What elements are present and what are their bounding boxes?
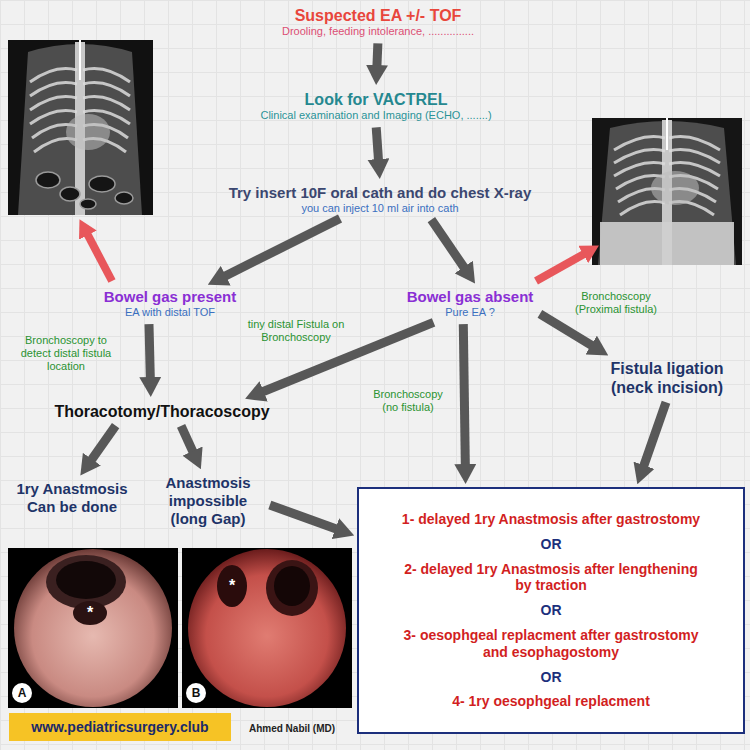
- gas-bubble: [36, 172, 60, 188]
- t-teal-title: Look for VACTREL: [260, 90, 491, 109]
- t-purple-title: Bowel gas present: [104, 288, 237, 306]
- t-option: 1- delayed 1ry Anastmosis after gastrost…: [395, 511, 707, 528]
- t-blue-sub: Pure EA ?: [407, 306, 534, 319]
- flow-arrow: [376, 127, 378, 160]
- rib: [620, 202, 665, 216]
- bronchus-lumen: [274, 566, 310, 606]
- airway-view: [188, 549, 346, 707]
- t-red-sub: Drooling, feeding intolerance, .........…: [282, 25, 474, 38]
- scope-frame: [8, 548, 178, 708]
- xray-film: [8, 40, 153, 215]
- rib: [669, 150, 720, 164]
- flow-arrow: [463, 324, 465, 465]
- process-step: Try insert 10F oral cath and do chest X-…: [225, 182, 536, 217]
- fistula-opening: [73, 601, 107, 625]
- procedure-step: Thoracotomy/Thoracoscopy: [50, 400, 273, 423]
- fistula-marker: *: [87, 605, 93, 621]
- outcome-step: 1ry Anastmosis Can be done: [6, 478, 138, 518]
- t-navy15: 1ry Anastmosis Can be done: [10, 480, 134, 516]
- decision-result: Bowel gas absentPure EA ?: [403, 286, 538, 321]
- edge-label: tiny distal Fistula on Bronchoscopy: [240, 318, 352, 344]
- flow-arrow: [149, 324, 150, 378]
- trachea-lumen: [46, 555, 126, 609]
- bowel-gas: [36, 172, 133, 209]
- image-letter: B: [186, 683, 206, 703]
- edge-label: Bronchoscopy to detect distal fistula lo…: [12, 334, 120, 374]
- t-or: OR: [395, 602, 707, 619]
- fistula-opening: [217, 565, 247, 607]
- t-black: Thoracotomy/Thoracoscopy: [54, 402, 269, 421]
- pointer-arrow: [87, 234, 112, 281]
- t-blue-sub: EA with distal TOF: [104, 306, 237, 319]
- edge-label: Bronchoscopy (no fistula): [364, 388, 452, 414]
- t-purple-title: Bowel gas absent: [407, 288, 534, 306]
- t-navy: Fistula ligation (neck incision): [593, 359, 741, 397]
- bronchus-lumen: [266, 560, 318, 616]
- bronchoscopy-b: [182, 548, 352, 708]
- pointer-arrow: [536, 254, 584, 281]
- xray-right: [592, 118, 742, 265]
- t-option: 2- delayed 1ry Anastmosis after lengthen…: [395, 561, 707, 595]
- rib: [83, 97, 130, 111]
- rib: [614, 150, 665, 164]
- airway-view: [14, 549, 172, 707]
- gas-bubble: [80, 199, 96, 209]
- decision-result: Bowel gas presentEA with distal TOF: [100, 286, 241, 321]
- flow-arrow: [431, 220, 464, 268]
- rib: [83, 83, 130, 97]
- outcome-step: Anastmosis impossible (long Gap): [149, 472, 267, 530]
- author-credit: Ahmed Nabil (MD): [249, 723, 335, 735]
- fistula-marker: *: [229, 578, 235, 594]
- bronchoscopy-a: [8, 548, 178, 708]
- heart-shadow: [651, 171, 699, 205]
- edge-label: Bronchoscopy (Proximal fistula): [562, 290, 670, 316]
- gas-bubble: [115, 192, 133, 204]
- flow-arrow: [181, 426, 193, 452]
- scope-frame: [182, 548, 352, 708]
- gasless-abdomen: [600, 222, 734, 265]
- rib: [30, 69, 77, 83]
- gas-bubble: [60, 187, 80, 201]
- t-slate-title: Try insert 10F oral cath and do chest X-…: [229, 184, 532, 202]
- rib: [30, 97, 77, 111]
- t-navy15: Anastmosis impossible (long Gap): [153, 474, 263, 528]
- trachea-lumen: [56, 561, 116, 599]
- flow-arrow: [225, 219, 340, 277]
- t-or: OR: [395, 669, 707, 686]
- t-blue-sub: you can inject 10 ml air into cath: [229, 202, 532, 215]
- rib: [614, 137, 665, 151]
- rib: [669, 137, 720, 151]
- start-step: Suspected EA +/- TOFDrooling, feeding in…: [278, 4, 478, 40]
- procedure-step: Fistula ligation (neck incision): [589, 357, 745, 399]
- t-or: OR: [395, 536, 707, 553]
- website-watermark: www.pediatricsurgery.club: [9, 713, 230, 742]
- t-option: 4- 1ry oesophgeal replacment: [395, 693, 707, 710]
- rib: [614, 163, 665, 177]
- rib: [30, 83, 77, 97]
- flow-arrow: [644, 402, 666, 466]
- xray-left: [8, 40, 153, 215]
- t-teal-sub: Clinical examination and Imaging (ECHO, …: [260, 109, 491, 122]
- gas-bubble: [89, 176, 115, 192]
- flow-arrow: [91, 426, 115, 460]
- heart-shadow: [66, 114, 110, 150]
- rib: [83, 69, 130, 83]
- options-box: 1- delayed 1ry Anastmosis after gastrost…: [357, 487, 745, 734]
- flow-arrow: [372, 43, 382, 66]
- catheter: [79, 40, 81, 80]
- catheter: [666, 118, 668, 150]
- xray-film: [592, 118, 742, 265]
- flow-arrow: [540, 314, 592, 346]
- t-red-title: Suspected EA +/- TOF: [282, 6, 474, 25]
- image-letter: A: [12, 683, 32, 703]
- ribs: [30, 69, 130, 153]
- flow-arrow: [270, 505, 336, 529]
- t-option: 3- oesophgeal replacment after gastrosto…: [395, 627, 707, 661]
- process-step: Look for VACTRELClinical examination and…: [256, 88, 495, 124]
